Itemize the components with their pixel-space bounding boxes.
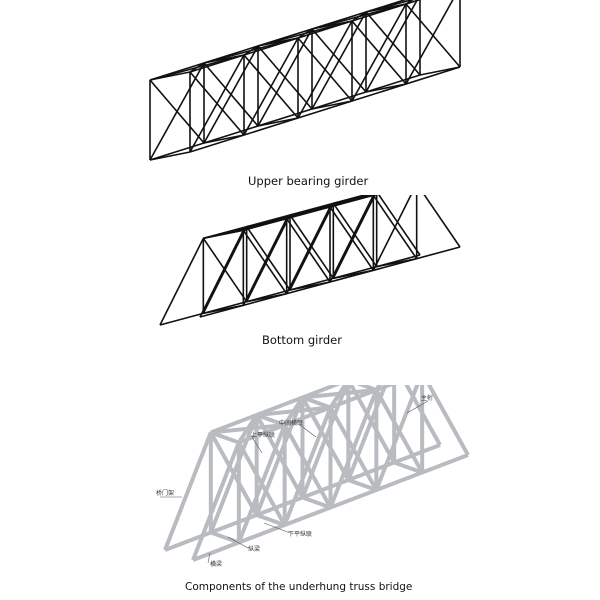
truss-member: [255, 413, 286, 427]
truss-member: [332, 202, 378, 268]
label-stringer: 纵梁: [248, 545, 260, 553]
label-portal-frame: 桥门架: [156, 489, 174, 497]
truss-member: [372, 195, 412, 271]
truss-member: [255, 513, 286, 527]
truss-member: [189, 66, 461, 153]
truss-member: [301, 495, 332, 510]
truss-member: [404, 385, 442, 446]
truss-member: [149, 151, 191, 161]
label-lower-lateral-bracing: 下平纵联: [288, 530, 312, 538]
truss-member: [282, 424, 333, 509]
truss-member: [329, 206, 374, 271]
truss-member: [189, 71, 245, 136]
truss-member: [159, 237, 205, 326]
truss-member: [348, 385, 396, 464]
truss-member: [426, 385, 470, 456]
truss-member: [419, 66, 461, 76]
truss-member: [203, 304, 244, 315]
truss-member: [254, 414, 305, 499]
label-upper-lateral-bracing: 上平纵联: [251, 431, 275, 439]
truss-member: [351, 20, 407, 85]
truss-member: [237, 413, 259, 444]
truss-member: [347, 478, 378, 492]
truss-member: [365, 0, 415, 13]
truss-member: [243, 54, 299, 119]
truss-member: [405, 0, 414, 5]
truss-member: [333, 195, 373, 205]
truss-member: [257, 117, 299, 127]
truss-member: [163, 431, 213, 551]
truss-member: [351, 11, 367, 22]
truss-member: [282, 396, 305, 427]
bottom-girder-drawing: [159, 195, 461, 326]
truss-member: [257, 45, 313, 110]
truss-member: [393, 460, 423, 475]
truss-member: [297, 28, 313, 39]
truss-member: [333, 269, 374, 280]
truss-member: [286, 214, 291, 220]
truss-member: [374, 385, 382, 392]
truss-member: [328, 406, 379, 491]
truss-member: [209, 431, 259, 516]
truss-member: [199, 229, 245, 318]
truss-member: [243, 45, 259, 56]
truss-member: [423, 195, 461, 248]
caption-upper-bearing-girder: Upper bearing girder: [248, 174, 369, 188]
truss-member: [149, 79, 205, 144]
truss-member: [189, 62, 205, 73]
truss-member: [356, 385, 378, 392]
truss-member: [328, 385, 348, 409]
truss-member: [365, 83, 407, 93]
truss-member: [372, 195, 418, 260]
truss-member: [246, 226, 291, 291]
truss-member: [203, 134, 245, 144]
truss-member: [210, 530, 240, 545]
truss-member: [377, 195, 421, 256]
truss-member: [374, 389, 424, 474]
truss-member: [300, 396, 351, 481]
upper-bearing-girder-drawing: [149, 0, 461, 161]
truss-member: [210, 430, 240, 445]
truss-member: [242, 226, 248, 231]
truss-member: [289, 214, 334, 279]
truss-member: [246, 292, 287, 303]
truss-member: [237, 441, 287, 526]
label-main-truss: 主桁: [421, 394, 433, 402]
underhung-truss-bridge-drawing: 主桁 中间横联 上平纵联 桥门架 下平纵联 纵梁 横梁: [156, 385, 470, 568]
truss-member: [203, 62, 259, 127]
truss-member: [301, 395, 332, 410]
label-floor-beam: 横梁: [210, 560, 222, 568]
truss-member: [286, 218, 331, 283]
truss-member: [311, 100, 353, 110]
caption-bottom-girder: Bottom girder: [262, 333, 342, 347]
truss-member: [329, 202, 334, 208]
truss-member: [365, 11, 421, 76]
truss-member: [191, 441, 241, 561]
truss-member: [297, 37, 353, 102]
truss-member: [202, 237, 248, 303]
truss-member: [376, 257, 417, 268]
truss-member: [242, 229, 288, 295]
caption-underhung-truss-bridge: Components of the underhung truss bridge: [185, 581, 413, 593]
truss-member: [289, 281, 331, 291]
truss-member: [149, 74, 421, 161]
label-middle-cross-bracing: 中间横联: [279, 419, 303, 427]
truss-member: [311, 28, 367, 93]
truss-member: [405, 3, 461, 68]
